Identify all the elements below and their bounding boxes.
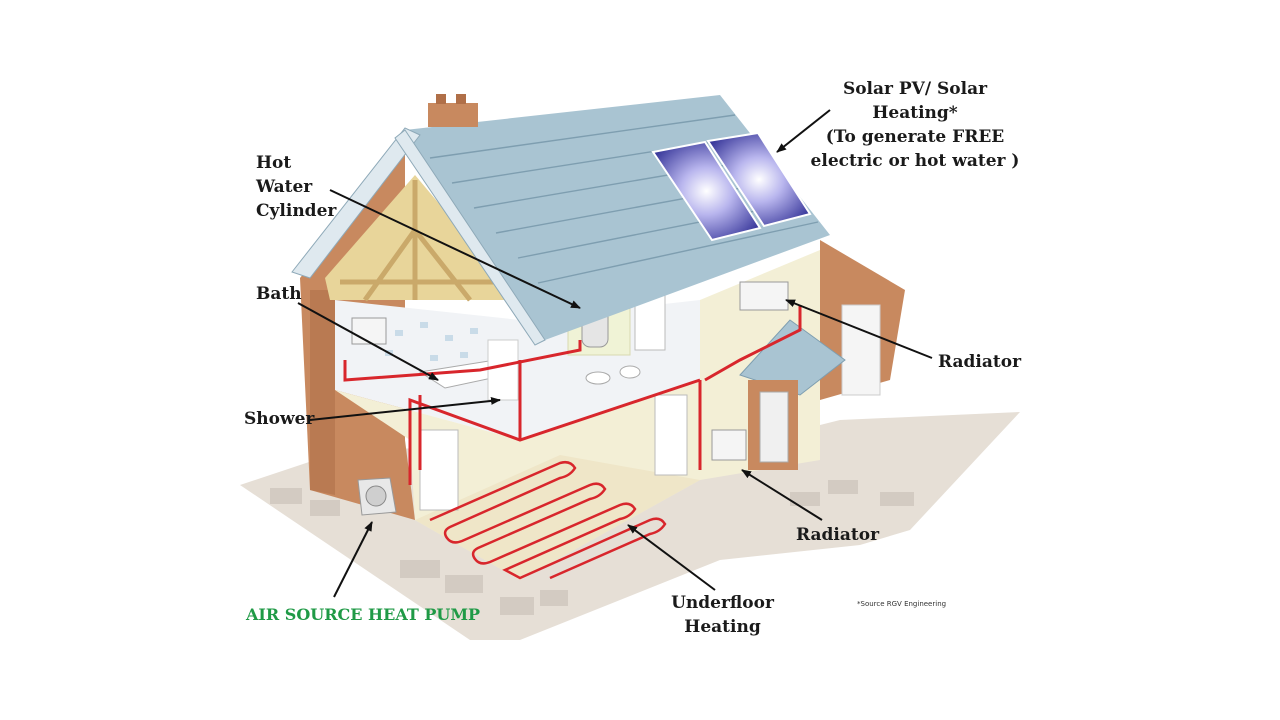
lower-radiator <box>711 429 747 461</box>
arrow-hot-water-cylinder <box>329 189 581 309</box>
cylinder-label-line-1: Hot <box>256 153 292 173</box>
front-brick-wall <box>310 290 335 495</box>
arrow-solar <box>776 109 831 153</box>
arrow-bath <box>297 302 439 381</box>
heating-pipes <box>343 305 802 485</box>
radiator-lower-label: Radiator <box>796 525 880 545</box>
label-arrows <box>297 109 933 598</box>
chimney-pot-right <box>456 94 466 104</box>
source-note: *Source RGV Engineering <box>857 600 947 608</box>
cylinder-label-line-2: Water <box>256 177 313 197</box>
garage-door <box>841 304 881 396</box>
solar-label-line-3: (To generate FREE <box>825 127 1005 147</box>
sink <box>585 371 611 385</box>
hot-water-cylinder-label: Hot Water Cylinder <box>256 151 336 223</box>
underfloor-label-line-1: Underfloor <box>671 593 774 613</box>
ground-door <box>419 429 459 511</box>
upper-radiator <box>739 281 789 311</box>
underfloor-heating-coils <box>429 460 667 580</box>
solar-panel-right <box>706 131 812 228</box>
solar-label-line-4: electric or hot water ) <box>810 151 1020 171</box>
ground-floor-slab <box>415 455 700 580</box>
toilet <box>619 365 641 379</box>
paving-stones <box>270 480 914 615</box>
shower-label: Shower <box>244 409 315 429</box>
cylinder-label-line-3: Cylinder <box>256 201 337 221</box>
radiator-upper-label: Radiator <box>938 352 1022 372</box>
bath-radiator <box>351 317 387 345</box>
bath-label: Bath <box>256 284 302 304</box>
arrow-radiator-upper <box>785 299 933 359</box>
porch-door <box>759 391 789 463</box>
shower-unit <box>487 339 519 401</box>
solar-label-line-1: Solar PV/ Solar <box>842 79 988 99</box>
chimney <box>428 103 478 127</box>
heat-pump-fan <box>365 485 387 507</box>
arrow-underfloor-heating <box>627 524 716 591</box>
solar-label: Solar PV/ Solar Heating* (To generate FR… <box>810 77 1020 173</box>
arrow-shower <box>309 396 501 421</box>
truss-beams <box>340 180 500 302</box>
chimney-pot-left <box>436 94 446 104</box>
arrow-heat-pump <box>333 521 373 598</box>
ground-door-right <box>654 394 688 476</box>
arrow-radiator-lower <box>741 469 823 521</box>
underfloor-heating-label: Underfloor Heating <box>655 591 790 639</box>
underfloor-label-line-2: Heating <box>684 617 761 637</box>
solar-label-line-2: Heating* <box>872 103 958 123</box>
solar-panel-left <box>651 140 762 242</box>
air-source-heat-pump-label: AIR SOURCE HEAT PUMP <box>246 605 481 624</box>
